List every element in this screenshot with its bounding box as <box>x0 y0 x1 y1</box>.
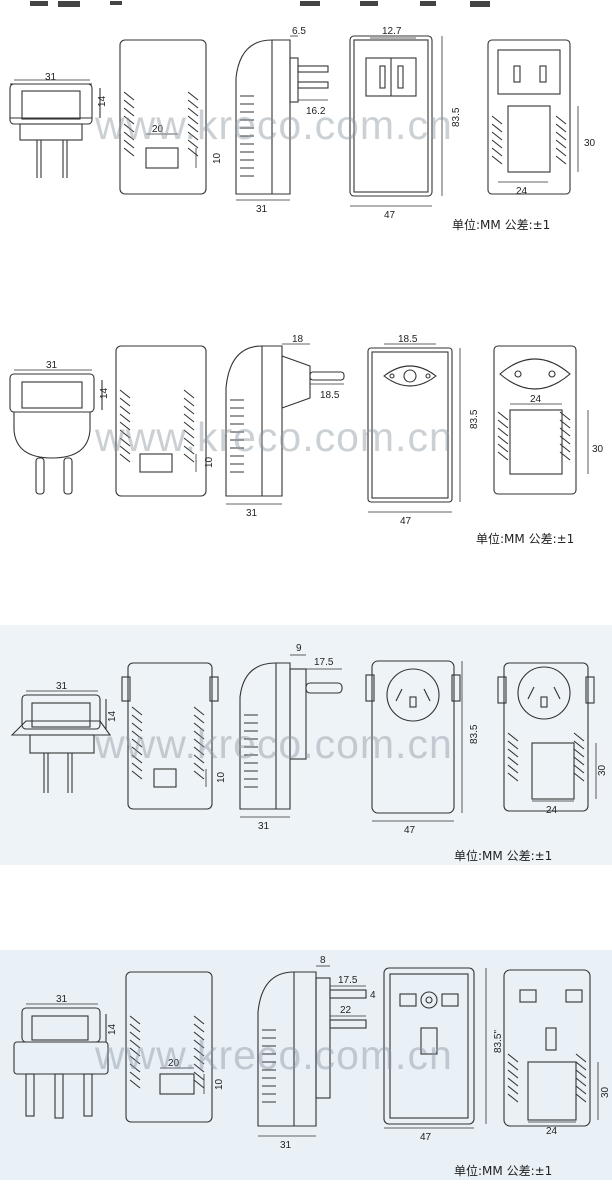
dim-plug-offset: 6.5 <box>292 26 306 37</box>
side-profile-body <box>239 662 291 810</box>
dim-body-depth: 31 <box>258 821 270 832</box>
dim-body-depth: 31 <box>256 204 268 215</box>
dim-back-width: 24 <box>546 1126 558 1137</box>
back-view-body <box>503 969 591 1127</box>
dim-back-width: 24 <box>546 805 558 816</box>
back-view-body <box>503 662 589 812</box>
dim-face-width: 47 <box>384 210 396 221</box>
us-plug-drawing: 31 14 20 10 6.5 16.2 31 12.7 83.5 47 30 … <box>9 26 596 221</box>
dim-face-width: 47 <box>420 1132 432 1143</box>
dim-back-height: 30 <box>600 1086 611 1098</box>
faceplate-pins <box>399 993 417 1007</box>
dim-face-top: 12.7 <box>382 26 402 37</box>
side-view-body <box>9 373 95 413</box>
front-window <box>159 1073 195 1095</box>
dim-face-width: 47 <box>400 516 412 527</box>
dim-plug-offset: 18 <box>292 334 304 345</box>
front-view-body <box>115 345 207 497</box>
side-profile-body <box>225 345 283 497</box>
front-window <box>153 768 177 788</box>
dim-face-height: 83.5 <box>469 409 480 429</box>
panel-au-plug: 31 14 10 9 17.5 31 83.5 47 30 24 www.kre… <box>0 625 612 865</box>
dimension-lines <box>26 654 597 822</box>
faceplate-body <box>367 347 453 503</box>
front-window <box>145 147 179 169</box>
dim-back-width: 24 <box>516 186 528 197</box>
dim-back-height: 30 <box>597 764 608 776</box>
dim-body-depth: 31 <box>280 1140 292 1151</box>
watermark: www.kreco.com.cn <box>95 1032 453 1078</box>
dim-face-top: 18.5 <box>398 334 418 345</box>
dim-window-height: 10 <box>204 456 215 468</box>
panel-eu-plug: 31 14 10 18 18.5 31 18.5 83.5 47 30 24 w… <box>0 300 612 555</box>
dim-face-height: 83.5" <box>493 1030 504 1053</box>
front-view-body <box>127 662 213 810</box>
au-plug-drawing: 31 14 10 9 17.5 31 83.5 47 30 24 <box>10 643 608 836</box>
front-view-body <box>125 971 213 1123</box>
dimension-lines <box>14 343 589 513</box>
dim-side-width: 31 <box>46 360 58 371</box>
dim-side-width: 31 <box>45 72 57 83</box>
faceplate-pins <box>386 668 440 722</box>
front-window <box>139 453 173 473</box>
dim-face-height: 83.5 <box>451 107 462 127</box>
dim-side-height: 14 <box>107 710 118 722</box>
watermark: www.kreco.com.cn <box>95 414 453 460</box>
dim-window-height: 10 <box>214 1078 225 1090</box>
front-view-body <box>119 39 207 195</box>
dimension-lines <box>26 965 599 1137</box>
back-view-body <box>493 345 577 495</box>
vent-slots <box>129 1015 587 1103</box>
watermark: www.kreco.com.cn <box>95 721 453 767</box>
unit-note: 单位:MM 公差:±1 <box>454 1164 553 1178</box>
back-view-body <box>487 39 571 195</box>
dim-window-width: 20 <box>168 1058 180 1069</box>
vent-slots <box>131 706 585 788</box>
dim-back-height: 30 <box>584 138 596 149</box>
dim-back-width: 24 <box>530 394 542 405</box>
vent-slots <box>119 389 571 473</box>
faceplate-body <box>383 967 475 1125</box>
faceplate-body <box>349 35 433 197</box>
cropped-header-strip <box>0 0 612 12</box>
watermark: www.kreco.com.cn <box>95 102 453 148</box>
side-profile-body <box>235 39 291 195</box>
dimension-lines <box>14 35 579 207</box>
dim-back-height: 30 <box>592 444 604 455</box>
dim-side-width: 31 <box>56 994 68 1005</box>
dim-plug-offset: 9 <box>296 643 302 654</box>
panel-uk-plug: 31 14 20 10 8 17.5 4 22 31 83.5" 47 30 2… <box>0 950 612 1180</box>
uk-plug-drawing: 31 14 20 10 8 17.5 4 22 31 83.5" 47 30 2… <box>13 955 611 1151</box>
dim-window-width: 20 <box>152 124 164 135</box>
dim-side-height: 14 <box>99 387 110 399</box>
dim-plug-length: 18.5 <box>320 390 340 401</box>
dim-plug-length: 17.5 <box>338 975 358 986</box>
dim-side-width: 31 <box>56 681 68 692</box>
dim-window-height: 10 <box>212 152 223 164</box>
dim-pin-length: 22 <box>340 1005 352 1016</box>
unit-note: 单位:MM 公差:±1 <box>452 218 551 232</box>
dim-plug-offset: 8 <box>320 955 326 966</box>
dim-side-height: 14 <box>97 95 108 107</box>
dim-side-height: 14 <box>107 1023 118 1035</box>
unit-note: 单位:MM 公差:±1 <box>476 532 575 546</box>
side-view-body <box>21 694 101 730</box>
dim-plug-length: 16.2 <box>306 106 326 117</box>
dim-plug-length: 17.5 <box>314 657 334 668</box>
faceplate-body <box>371 660 455 814</box>
panel-us-plug: 31 14 20 10 6.5 16.2 31 12.7 83.5 47 30 … <box>0 0 612 295</box>
side-profile-body <box>257 971 317 1127</box>
dim-body-depth: 31 <box>246 508 258 519</box>
faceplate-pins <box>383 365 437 387</box>
dim-face-height: 83.5 <box>469 724 480 744</box>
dim-face-width: 47 <box>404 825 416 836</box>
dim-pin-thickness: 4 <box>370 990 376 1001</box>
unit-note: 单位:MM 公差:±1 <box>454 849 553 863</box>
dim-window-height: 10 <box>216 771 227 783</box>
eu-plug-drawing: 31 14 10 18 18.5 31 18.5 83.5 47 30 24 <box>9 334 604 527</box>
vent-slots <box>123 91 567 177</box>
